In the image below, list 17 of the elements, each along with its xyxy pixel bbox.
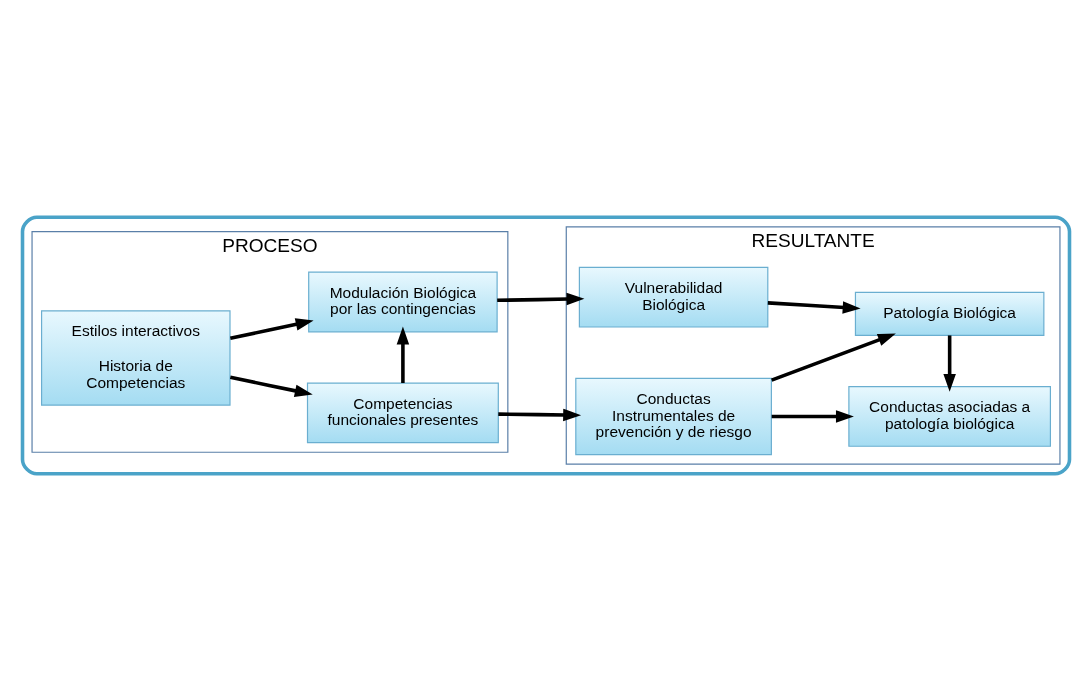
arrow: [229, 375, 313, 397]
arrow: [767, 301, 861, 314]
node-box: Conductas asociadas a patología biológica: [848, 386, 1051, 447]
cluster: [20, 215, 1072, 476]
node-box: Estilos interactivos Historia de Competencias: [41, 310, 231, 406]
arrow: [771, 410, 854, 423]
arrow: [396, 326, 410, 383]
node-box: Competencias funcionales presentes: [306, 382, 499, 444]
node-box: Modulación Biológica por las contingencias: [308, 271, 498, 333]
arrow: [943, 335, 956, 392]
arrow: [498, 408, 582, 422]
arrow: [771, 333, 896, 382]
node-box: Vulnerabilidad Biológica: [578, 266, 769, 328]
node-box: Conductas Instrumentales de prevención y de riesgo: [575, 377, 772, 456]
node-box: Patología Biológica: [854, 291, 1045, 336]
arrow: [229, 318, 314, 340]
arrow: [497, 292, 585, 306]
